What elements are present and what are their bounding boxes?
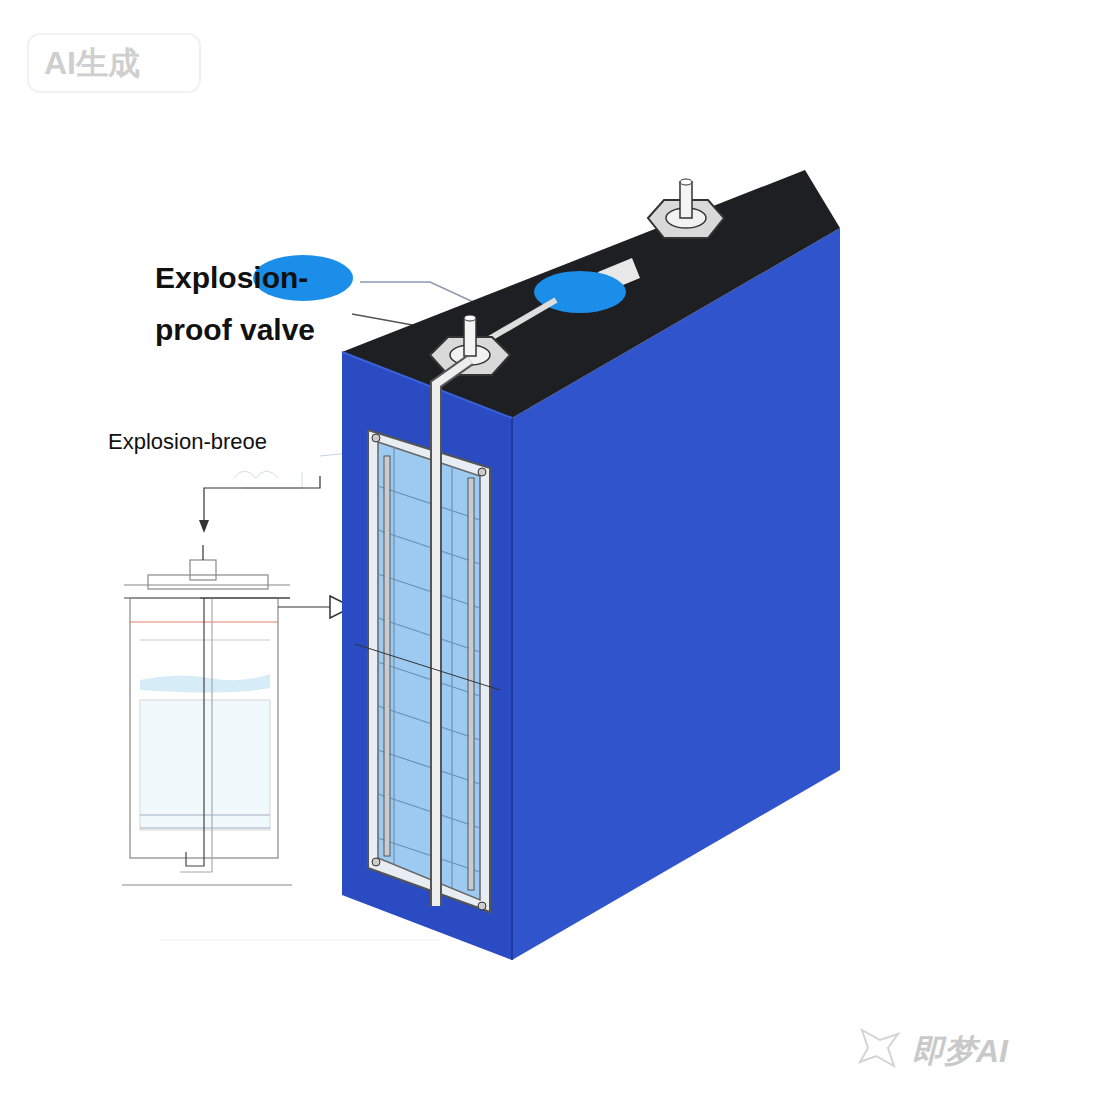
leader-line: [234, 471, 302, 488]
leader-line: [360, 282, 482, 306]
tube: [436, 360, 470, 906]
battery-edge: [511, 418, 513, 960]
terminal: [648, 179, 724, 238]
watermark: 即梦AI: [912, 1032, 1082, 1070]
battery-front-face: [342, 352, 512, 960]
arrow-head: [199, 520, 209, 533]
callout-label: Explosion-breoe: [108, 428, 368, 456]
watermark-icon: [860, 1030, 898, 1066]
frame-bar: [468, 478, 474, 890]
screw: [478, 468, 486, 476]
screw: [478, 902, 486, 910]
watermark: AI生成: [44, 44, 194, 82]
screw: [372, 858, 380, 866]
leader-line: [204, 476, 320, 530]
battery-top-face: [342, 170, 840, 418]
section-line: [355, 644, 500, 690]
screw: [372, 434, 380, 442]
tube: [436, 360, 470, 906]
callout-label: Explosion- proof valve: [155, 252, 365, 356]
watermark-box: [28, 34, 200, 92]
frame-bar: [384, 456, 390, 856]
window-frame: [368, 430, 490, 912]
window-cells: [378, 442, 480, 900]
